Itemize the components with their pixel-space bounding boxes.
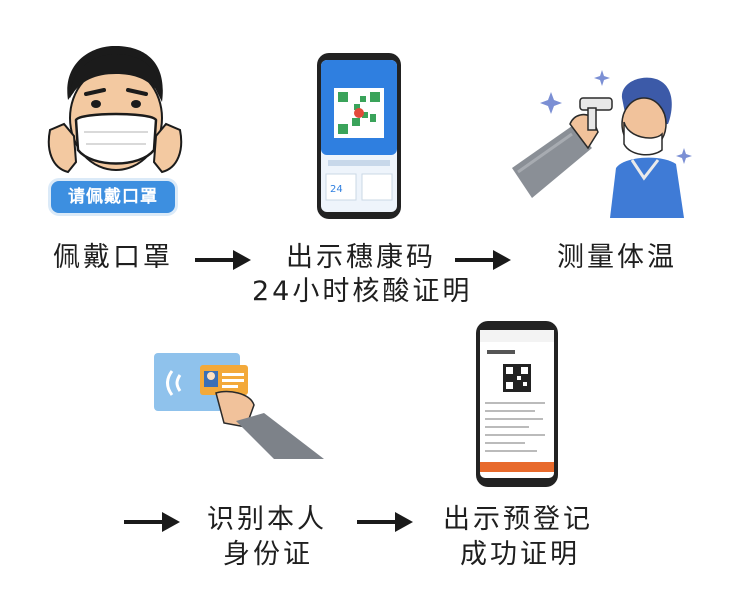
- svg-text:24: 24: [330, 184, 343, 195]
- step-temperature-label: 测量体温: [557, 242, 677, 273]
- phone-health-code-icon: 24: [317, 53, 401, 219]
- person-wearing-mask-icon: [47, 45, 183, 174]
- step-identity-line2: 身份证: [223, 539, 313, 570]
- id-card-reader-icon: [154, 353, 324, 459]
- step-registration-line1: 出示预登记: [443, 504, 593, 535]
- forehead-thermometer-icon: [512, 70, 692, 218]
- arrow-right-icon: [124, 512, 180, 532]
- step-health-code-line2: 24小时核酸证明: [252, 276, 473, 307]
- step-identity-line1: 识别本人: [207, 504, 327, 535]
- step-registration-line2: 成功证明: [460, 539, 580, 570]
- step-mask-label: 佩戴口罩: [53, 242, 173, 273]
- arrow-right-icon: [357, 512, 413, 532]
- arrow-right-icon: [195, 250, 251, 270]
- wear-mask-badge: 请佩戴口罩: [51, 181, 175, 213]
- phone-registration-icon: [476, 321, 558, 487]
- arrow-right-icon: [455, 250, 511, 270]
- step-health-code-line1: 出示穗康码: [286, 242, 436, 273]
